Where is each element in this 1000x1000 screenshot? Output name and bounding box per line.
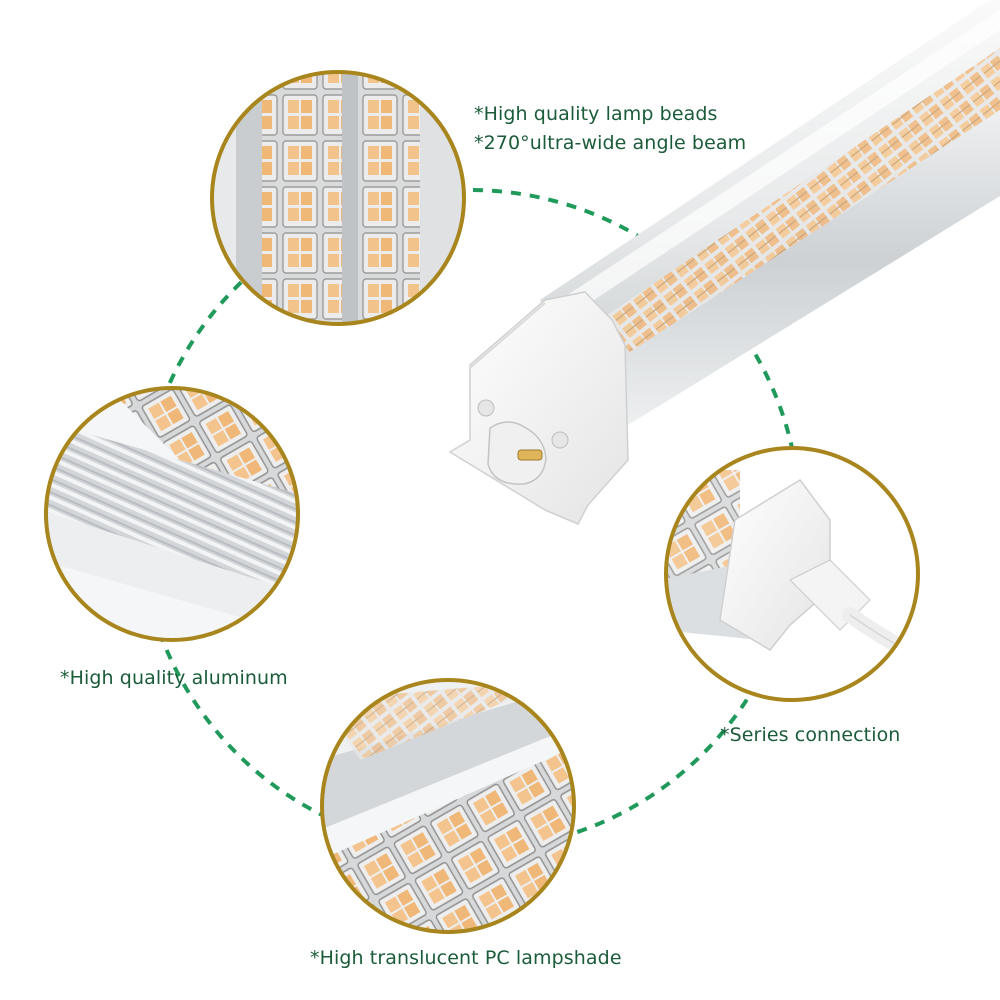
series-connection-label: *Series connection (720, 724, 901, 746)
aluminum-profile-closeup (44, 386, 300, 642)
power-plug-closeup (664, 446, 920, 702)
aluminum-label: *High quality aluminum (60, 667, 288, 689)
lampshade-label: *High translucent PC lampshade (310, 947, 622, 969)
lamp-beads-label: *High quality lamp beads (474, 103, 718, 125)
beam-angle-label: *270°ultra-wide angle beam (474, 132, 747, 154)
led-tube-light (448, 0, 1000, 525)
led-beads-closeup (210, 70, 466, 326)
pc-cover-closeup (320, 678, 576, 934)
